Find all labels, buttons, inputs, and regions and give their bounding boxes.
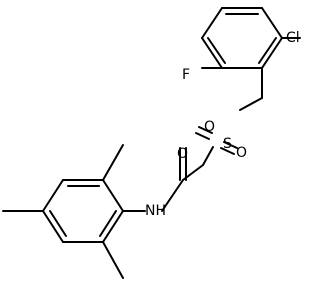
chlorine-atom-label: Cl <box>286 30 300 46</box>
ring-b-double-bond-right <box>99 210 117 237</box>
bond-sulfur-to-oxygen-left-b <box>195 132 210 140</box>
bond-ring-b-to-bottom-methyl <box>102 241 124 279</box>
bond-sulfur-to-oxygen-right-a <box>223 141 238 149</box>
ring-a-bond-6 <box>201 7 223 39</box>
ring-b-bond-1 <box>102 179 124 212</box>
bond-sulfur-to-oxygen-left-a <box>198 126 213 134</box>
ring-b-bond-3 <box>42 179 64 212</box>
amide-nitrogen-label: NH <box>145 203 166 219</box>
ring-b-bond-4 <box>42 210 64 243</box>
sulfonyl-oxygen-right-label: O <box>236 145 247 161</box>
ring-a-double-bond-left <box>207 37 226 64</box>
ring-b-double-bond-left <box>49 210 67 237</box>
bond-carbonyl-to-nitrogen <box>161 179 184 212</box>
sulfonyl-oxygen-left-label: O <box>204 119 215 135</box>
bond-sulfur-to-methylene <box>202 146 214 166</box>
molecule-drawing: Cl F O S O O NH <box>2 7 301 279</box>
ring-a-bond-3 <box>261 37 283 69</box>
carbonyl-oxygen-label: O <box>177 146 188 162</box>
chemical-structure-diagram: Cl F O S O O NH <box>2 7 301 279</box>
sulfur-atom-label: S <box>223 136 232 152</box>
ring-a-bond-2 <box>261 7 283 39</box>
bond-sulfur-to-oxygen-right-b <box>220 147 235 155</box>
fluorine-atom-label: F <box>182 67 190 83</box>
ring-a-double-bond-right <box>258 37 277 64</box>
bond-ring-b-to-top-methyl <box>102 144 124 181</box>
ring-a-bond-5 <box>201 37 223 69</box>
ring-b-bond-6 <box>102 210 124 243</box>
bond-methylene-to-sulfur <box>239 97 263 111</box>
